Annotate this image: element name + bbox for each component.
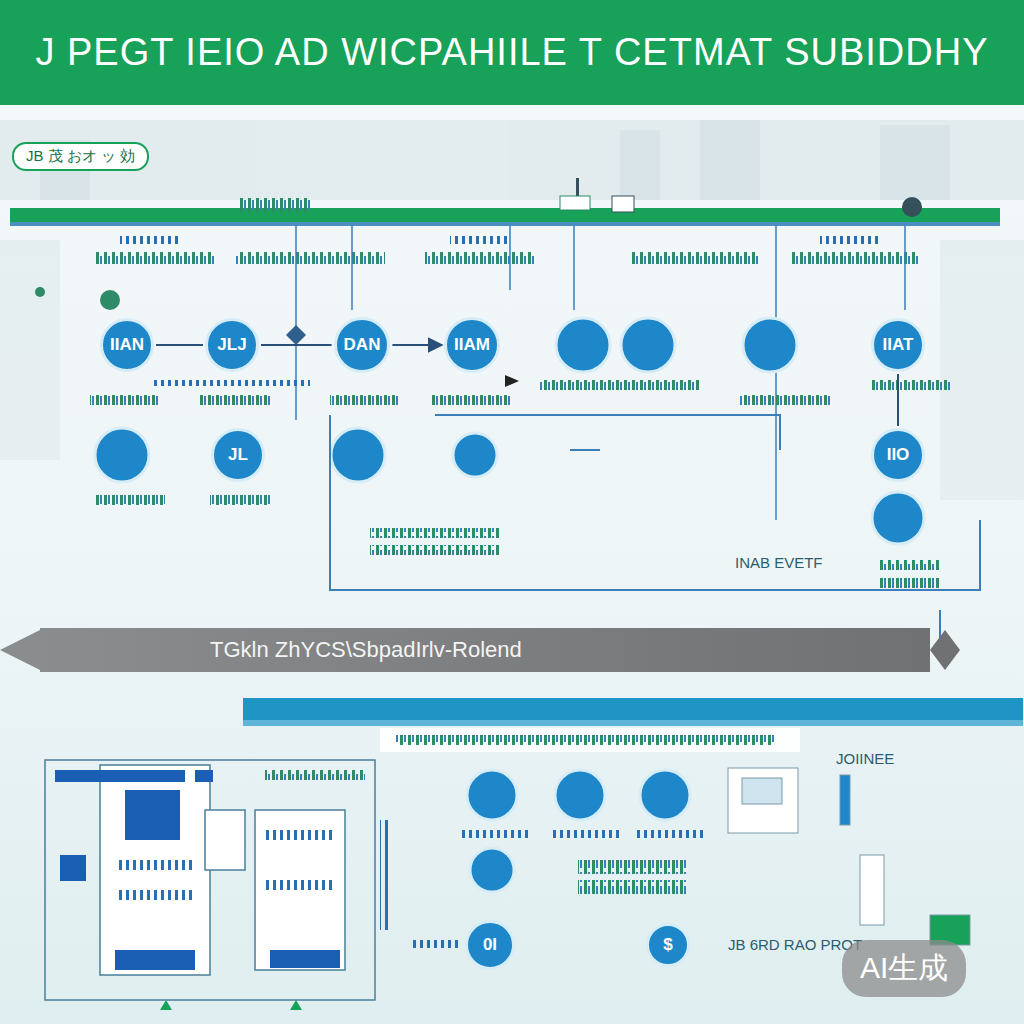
topic-circle: IIAT: [871, 318, 925, 372]
connector-line: [897, 374, 899, 426]
topic-circle: IIAM: [444, 317, 500, 373]
note-text: JB 6RD RAO PROT: [728, 936, 862, 953]
node-text: TGkln ZhYCS\SbpadIrlv-Rolend: [210, 637, 522, 663]
connector-line: [261, 344, 332, 346]
connector-line: [392, 344, 442, 346]
note-text: JOIINEE: [836, 750, 894, 767]
node-text: DAN: [344, 335, 381, 355]
node-text: 0I: [483, 935, 497, 955]
topic-circle: JL: [211, 428, 265, 482]
topic-circle: DAN: [334, 317, 391, 374]
node-text: JL: [228, 445, 248, 465]
connector-line: [156, 344, 203, 346]
node-text: JLJ: [217, 335, 246, 355]
tag-pill: JB 茂 おオ ッ 効: [12, 142, 149, 171]
note-text: INAB EVETF: [735, 554, 823, 571]
node-text: IIO: [887, 445, 910, 465]
node-text: IIAN: [110, 335, 144, 355]
title-banner: J PEGT IEIO AD WICPAHIILE T CETMAT SUBID…: [0, 0, 1024, 105]
node-text: IIAT: [883, 335, 914, 355]
banner-band: TGkln ZhYCS\SbpadIrlv-Rolend: [40, 628, 930, 672]
node-text: $: [663, 935, 672, 955]
topic-circle: JLJ: [205, 318, 259, 372]
node-text: IIAM: [454, 335, 490, 355]
topic-circle: IIAN: [100, 318, 154, 372]
topic-circle: 0I: [465, 920, 515, 970]
topic-circle: $: [646, 923, 690, 967]
watermark: AI生成: [842, 940, 966, 997]
topic-circle: IIO: [871, 428, 925, 482]
